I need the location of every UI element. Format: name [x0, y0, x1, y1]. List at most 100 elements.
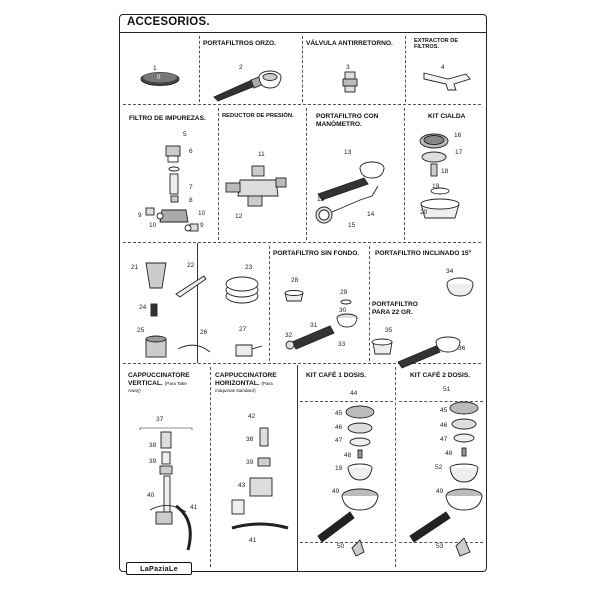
- section-title-kit1: KIT CAFÉ 1 DOSIS.: [306, 372, 367, 379]
- part-number: 9: [138, 212, 142, 219]
- part-number: 49: [436, 488, 444, 495]
- kit-rule: [300, 401, 393, 402]
- part-number: 20: [420, 209, 428, 216]
- part-number: 23: [245, 264, 253, 271]
- sheet-frame: [119, 14, 487, 572]
- check-valve-icon: [342, 71, 358, 93]
- section-title-line: CAPPUCCINATORE: [128, 372, 190, 379]
- section-title-manometro: PORTAFILTRO CON MANÓMETRO.: [316, 113, 378, 128]
- part-number: 14: [367, 211, 375, 218]
- part-number: 48: [344, 452, 352, 459]
- filter-disc-icon: [140, 72, 180, 86]
- portafilter-orzo-icon: [213, 70, 282, 102]
- part-number: 13: [317, 196, 325, 203]
- part-number: 25: [137, 327, 145, 334]
- section-title-line: PARA 22 GR.: [372, 308, 413, 316]
- part-number: 5: [183, 131, 187, 138]
- part-number: 18: [441, 168, 449, 175]
- section-title-line: PORTAFILTRO CON: [316, 113, 379, 120]
- part-number: 31: [310, 322, 318, 329]
- section-note: Away): [128, 388, 141, 393]
- part-number: 3: [346, 64, 350, 71]
- section-title-extractor: EXTRACTOR DE FILTROS.: [414, 38, 458, 51]
- section-note: máquinas standard): [215, 388, 256, 393]
- part-number: 36: [458, 345, 466, 352]
- part-number: 51: [443, 386, 451, 393]
- vertical-frother-icon: [139, 427, 193, 551]
- row-divider: [123, 104, 481, 105]
- part-number: 48: [445, 450, 453, 457]
- part-number: 2: [239, 64, 243, 71]
- part-number: 4: [441, 64, 445, 71]
- filter-extractor-icon: [423, 72, 471, 91]
- section-title-filtro: FILTRO DE IMPUREZAS.: [129, 115, 206, 122]
- kit-rule: [399, 401, 483, 402]
- col-divider: [210, 367, 211, 567]
- part-number: 32: [285, 332, 293, 339]
- part-number: 30: [339, 307, 347, 314]
- part-number: 10: [198, 210, 206, 217]
- col-divider: [199, 36, 200, 102]
- part-number: 39: [149, 458, 157, 465]
- section-note: (Para: [261, 380, 273, 386]
- part-number: 47: [335, 437, 343, 444]
- impurity-filter-icon: [145, 145, 199, 232]
- part-number: 38: [149, 442, 157, 449]
- part-number: 47: [440, 436, 448, 443]
- section-title-strong: HORIZONTAL.: [215, 379, 260, 387]
- part-number: 45: [440, 407, 448, 414]
- part-number: 41: [190, 504, 198, 511]
- col-divider: [302, 36, 303, 102]
- divider: [297, 365, 298, 571]
- part-number: 11: [258, 151, 265, 158]
- part-number: 16: [454, 132, 462, 139]
- kit-rule: [399, 542, 483, 543]
- section-title-line: VERTICAL. (Para Take: [128, 380, 190, 388]
- section-title-line: PORTAFILTRO: [372, 301, 418, 308]
- part-number: 22: [187, 262, 195, 269]
- title-divider: [119, 32, 487, 33]
- part-number: 29: [340, 289, 348, 296]
- kit-rule: [300, 542, 393, 543]
- part-number: 19: [432, 183, 440, 190]
- part-number: 46: [335, 424, 343, 431]
- brand-logo: LaPaziaLe: [126, 562, 192, 575]
- col-divider: [306, 108, 307, 240]
- section-title-cialda: KIT CIALDA: [428, 113, 466, 120]
- page-title: ACCESORIOS.: [127, 16, 210, 28]
- pressure-gauge-portafilter-icon: [315, 161, 385, 224]
- section-title-line: FILTROS.: [414, 44, 440, 51]
- row-divider: [123, 363, 481, 364]
- part-number: 8: [189, 197, 193, 204]
- part-number: 13: [344, 149, 352, 156]
- part-number: 26: [200, 329, 208, 336]
- section-title-line: MANÓMETRO.: [316, 120, 362, 128]
- part-number: 42: [248, 413, 256, 420]
- part-number: 49: [332, 488, 340, 495]
- section-title-strong: VERTICAL.: [128, 379, 163, 387]
- section-title-cap-vertical: CAPPUCCINATORE VERTICAL. (Para Take Away…: [128, 372, 190, 395]
- part-number: 21: [131, 264, 139, 271]
- bottomless-portafilter-icon: [284, 290, 358, 350]
- horizontal-frother-icon: [231, 427, 289, 530]
- part-number: 44: [350, 390, 358, 397]
- part-number: 53: [436, 543, 444, 550]
- section-note: (Para Take: [164, 380, 187, 386]
- pod-kit-icon: [419, 133, 460, 219]
- part-number: 19: [335, 465, 343, 472]
- disc-label: 0: [157, 75, 161, 81]
- col-divider: [404, 108, 405, 240]
- part-number: 27: [239, 326, 247, 333]
- col-divider: [405, 36, 406, 102]
- part-number: 12: [235, 213, 243, 220]
- section-title-line: HORIZONTAL. (Para: [215, 380, 277, 388]
- part-number: 9: [200, 222, 204, 229]
- part-number: 24: [139, 304, 147, 311]
- tilted-portafilter-icon: [446, 277, 474, 297]
- part-number: 37: [156, 416, 164, 423]
- part-number: 39: [246, 459, 254, 466]
- part-number: 43: [238, 482, 246, 489]
- col-divider: [218, 108, 219, 240]
- part-number: 35: [385, 327, 393, 334]
- divider: [197, 243, 198, 363]
